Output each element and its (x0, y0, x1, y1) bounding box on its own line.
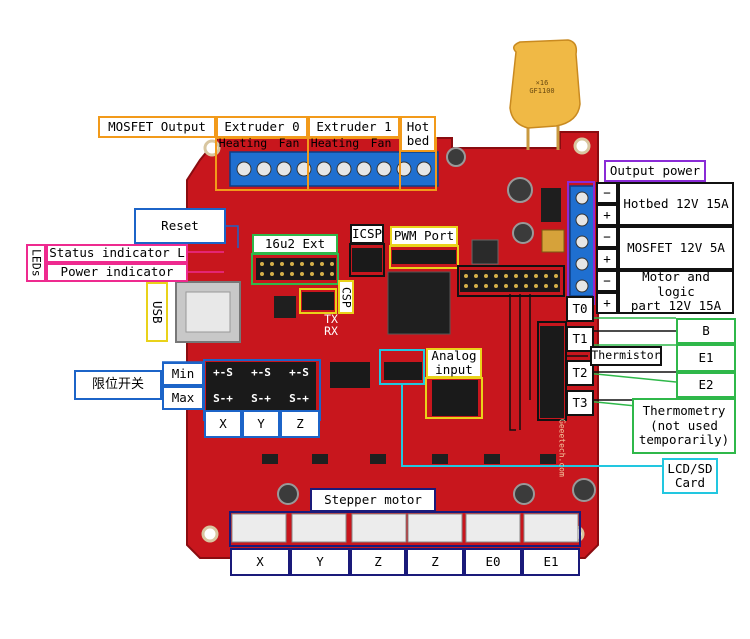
label-status-indicator: Status indicator L (46, 244, 188, 263)
label-rx: RX (324, 324, 338, 339)
stepper-sockets (231, 513, 579, 543)
label-hotbed-plus: + (596, 204, 618, 226)
label-extruder1-heating: Heating (310, 136, 360, 151)
fuse-icon (509, 39, 581, 150)
label-extruder0: Extruder 0 (216, 116, 308, 138)
label-mosfet-plus: + (596, 248, 618, 270)
label-stepper-x: X (230, 548, 290, 576)
chip-16u2 (274, 296, 296, 318)
pins-min-x: +-S (213, 366, 233, 379)
box-aux-header (457, 265, 565, 297)
label-therm-b: B (676, 318, 736, 344)
label-extruder0-heating: Heating (218, 136, 268, 151)
label-power-indicator: Power indicator (46, 263, 188, 282)
tantalum-cap (541, 229, 565, 253)
label-motor-plus: + (596, 292, 618, 314)
label-stepper-e0: E0 (464, 548, 522, 576)
inductor (471, 239, 499, 265)
label-axis-x: X (204, 410, 242, 438)
label-hotbed-power: Hotbed 12V 15A (618, 182, 734, 226)
label-16u2-ext: 16u2 Ext (252, 234, 338, 254)
label-csp: CSP (338, 280, 354, 314)
label-analog-input: Analog input (426, 348, 482, 378)
label-therm-e2: E2 (676, 372, 736, 398)
label-pwm-port: PWM Port (390, 226, 458, 246)
pins-min-z: +-S (289, 366, 309, 379)
label-mosfet-minus: − (596, 226, 618, 248)
fuse-marking: ×16 GF1100 (529, 78, 555, 95)
label-limit-switch: 限位开关 (74, 370, 162, 400)
capacitor (277, 483, 299, 505)
label-thermometry: Thermometry (not used temporarily) (632, 398, 736, 454)
label-usb: USB (146, 282, 168, 342)
mount-hole-tr (573, 137, 591, 155)
label-tx: TX (324, 312, 338, 327)
label-reset: Reset (134, 208, 226, 244)
box-stepper-sockets (229, 511, 581, 547)
capacitor (513, 483, 535, 505)
label-stepper-motor: Stepper motor (310, 488, 436, 512)
label-t3: T3 (566, 390, 594, 416)
label-extruder1: Extruder 1 (308, 116, 400, 138)
label-thermistor: Thermistor (590, 346, 662, 366)
box-icsp-header (349, 243, 385, 277)
label-axis-y: Y (242, 410, 280, 438)
box-analog-header (425, 377, 483, 419)
pins-min-y: +-S (251, 366, 271, 379)
label-mosfet-power: MOSFET 12V 5A (618, 226, 734, 270)
label-icsp: ICSP (350, 224, 384, 244)
pins-max-z: S-+ (289, 392, 309, 405)
box-pwm-header (389, 245, 459, 269)
label-leds: LEDs (26, 244, 46, 282)
pins-max-x: S-+ (213, 392, 233, 405)
label-max: Max (162, 386, 204, 410)
label-stepper-z1: Z (350, 548, 406, 576)
capacitor (507, 177, 533, 203)
label-t0: T0 (566, 296, 594, 322)
label-lcd-sd: LCD/SD Card (662, 458, 718, 494)
label-stepper-e1: E1 (522, 548, 580, 576)
capacitor (512, 222, 534, 244)
label-extruder1-fan: Fan (370, 136, 392, 151)
label-therm-e1: E1 (676, 344, 736, 372)
box-16u2-header (251, 253, 339, 285)
mcu-chip (387, 271, 451, 335)
mount-hole-bl (201, 525, 219, 543)
box-csp-header (299, 288, 337, 314)
label-min: Min (162, 362, 204, 386)
label-mosfet-output: MOSFET Output (98, 116, 216, 138)
label-motor-logic-power: Motor and logic part 12V 15A (618, 270, 734, 314)
capacitor (446, 147, 466, 167)
regulator (541, 188, 561, 222)
label-t1: T1 (566, 326, 594, 352)
label-t2: T2 (566, 360, 594, 386)
pins-max-y: S-+ (251, 392, 271, 405)
label-output-power: Output power (604, 160, 706, 182)
label-hotbed-minus: − (596, 182, 618, 204)
label-axis-z: Z (280, 410, 320, 438)
label-extruder0-fan: Fan (278, 136, 300, 151)
label-hotbed: Hot bed (400, 116, 436, 152)
label-stepper-y: Y (290, 548, 350, 576)
capacitor (572, 478, 596, 502)
brand-text: Geeetech.com (557, 419, 567, 477)
label-stepper-z2: Z (406, 548, 464, 576)
label-motor-minus: − (596, 270, 618, 292)
